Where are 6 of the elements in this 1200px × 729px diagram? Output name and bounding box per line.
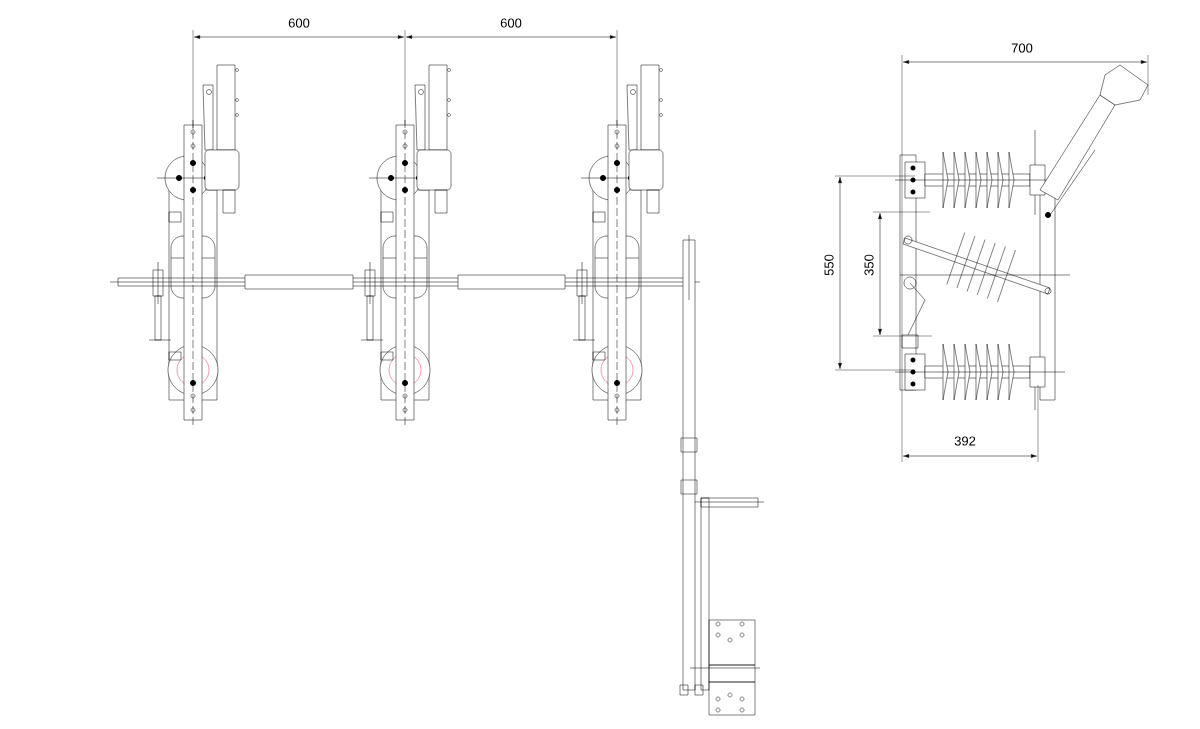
dimension-label: 350 xyxy=(864,254,874,276)
dimension-label: 700 xyxy=(1011,43,1033,53)
dimension-label: 392 xyxy=(954,436,976,446)
dimension-label: 600 xyxy=(288,18,310,28)
dimension-label: 550 xyxy=(824,254,834,276)
dimension-label: 600 xyxy=(500,18,522,28)
